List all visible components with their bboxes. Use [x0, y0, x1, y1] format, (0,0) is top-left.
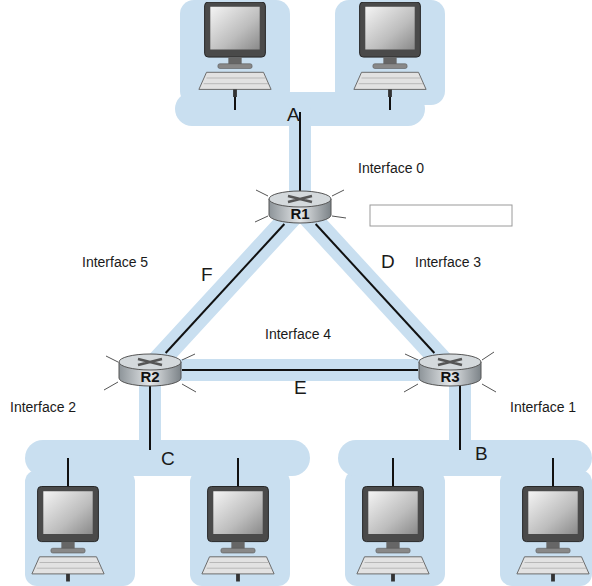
link-name: F [201, 264, 213, 286]
blank-box [370, 205, 512, 226]
router: R1 [268, 190, 332, 224]
router-top [419, 354, 481, 370]
interface-label: Interface 5 [82, 254, 148, 271]
subnet-name: C [161, 448, 175, 470]
router-arrows [138, 359, 162, 365]
interface-label: Interface 0 [358, 160, 424, 177]
link-line [316, 224, 435, 353]
subnet-bands [25, 0, 592, 586]
router-top [119, 354, 181, 370]
interface-label: Interface 3 [415, 254, 481, 271]
router-name: R2 [118, 368, 182, 385]
interface-label: Interface 2 [10, 399, 76, 416]
interface-label: Interface 1 [510, 399, 576, 416]
router-name: R3 [418, 368, 482, 385]
router-name: R1 [268, 205, 332, 222]
link-name: D [381, 251, 395, 273]
access-wires [68, 96, 553, 488]
hosts [32, 2, 589, 582]
subnet-name: A [287, 104, 300, 126]
router-arrows [438, 359, 462, 365]
link-name: E [294, 377, 307, 399]
interface-label: Interface 4 [265, 326, 331, 343]
router: R2 [118, 353, 182, 387]
link-halos [150, 110, 460, 450]
link-line [182, 369, 418, 371]
router: R3 [418, 353, 482, 387]
router-arrows [288, 196, 312, 202]
router-top [269, 191, 331, 207]
subnet-name: B [475, 443, 488, 465]
